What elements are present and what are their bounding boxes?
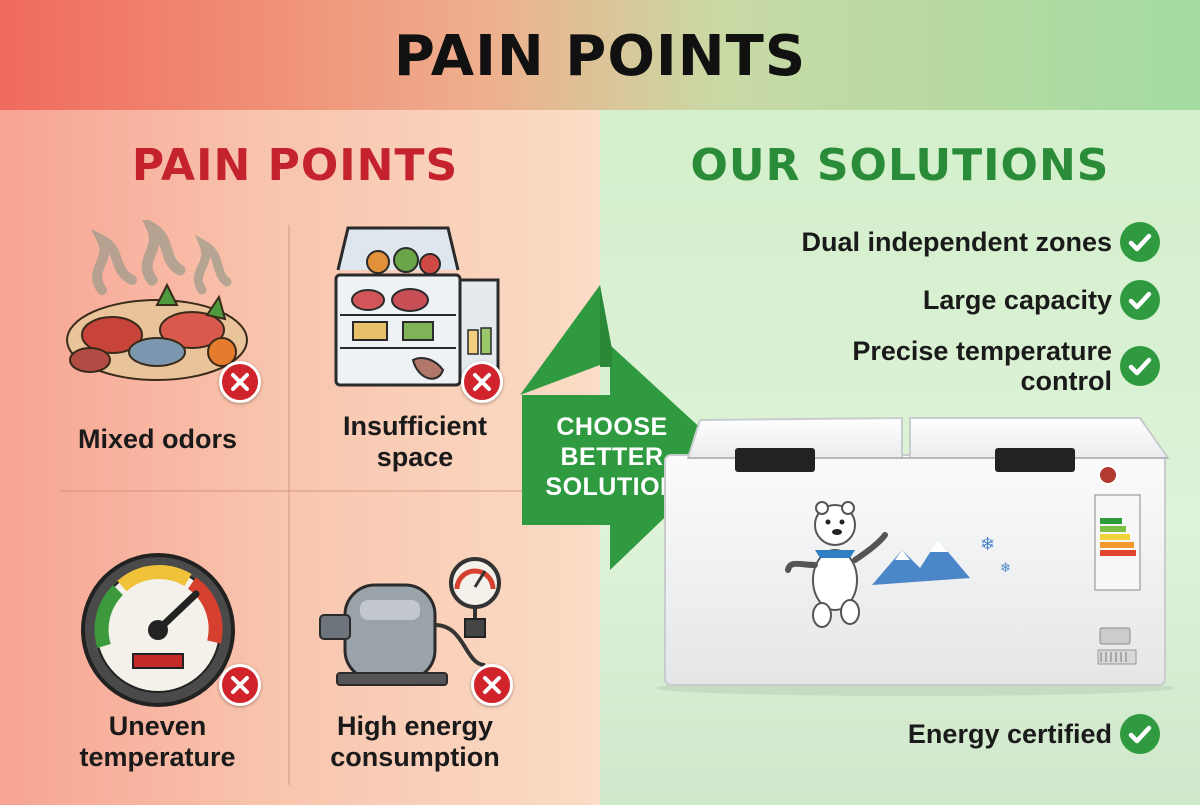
pain-label-uneven-temperature: Uneven temperature: [79, 711, 236, 772]
main-title: PAIN POINTS: [393, 24, 807, 89]
problem-x-icon: [219, 361, 261, 403]
benefit-label: Precise temperature control: [852, 336, 1112, 396]
overfilled-fridge-icon: [334, 226, 500, 387]
choose-better-label: CHOOSE BETTER SOLUTION: [545, 413, 679, 501]
benefit-item: Large capacity: [923, 280, 1160, 320]
benefit-label: Energy certified: [907, 719, 1112, 749]
svg-text:❄: ❄: [980, 534, 995, 555]
odor-food-icon: [66, 220, 248, 381]
pain-label-insufficient-space: Insufficient space: [342, 411, 487, 472]
problem-x-icon: [461, 361, 503, 403]
top-banner: [0, 0, 1200, 110]
problem-x-icon: [219, 664, 261, 706]
pain-label-mixed-odors: Mixed odors: [77, 424, 238, 454]
benefit-label: Large capacity: [922, 285, 1112, 315]
check-icon: [1120, 222, 1160, 262]
check-icon: [1120, 280, 1160, 320]
chest-freezer-image: ❄ ❄: [655, 416, 1175, 696]
benefit-item: Dual independent zones: [801, 222, 1160, 262]
check-icon: [1120, 714, 1160, 754]
problem-x-icon: [471, 664, 513, 706]
grid-divider-horizontal: [60, 490, 530, 492]
compressor-icon: [319, 557, 501, 686]
benefit-item: Precise temperature control: [822, 336, 1160, 396]
benefit-item: Energy certified: [908, 714, 1160, 754]
pain-label-high-energy: High energy consumption: [330, 711, 500, 772]
check-icon: [1120, 346, 1160, 386]
pain-points-heading: PAIN POINTS: [131, 140, 459, 191]
gauge-icon: [81, 553, 235, 707]
svg-text:❄: ❄: [1000, 561, 1011, 576]
grid-divider-vertical: [288, 225, 290, 785]
solutions-heading: OUR SOLUTIONS: [690, 140, 1110, 191]
arrow-right-icon: [520, 285, 730, 570]
benefit-label: Dual independent zones: [801, 227, 1112, 257]
